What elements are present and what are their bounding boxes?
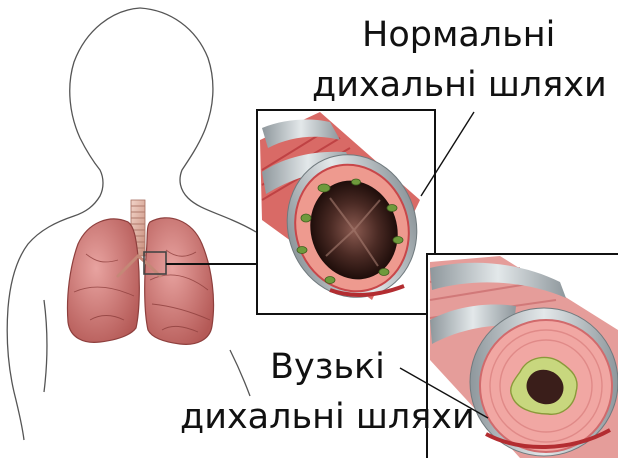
narrow-airway-label-line1: Вузькі: [270, 346, 385, 388]
lungs-icon: [67, 200, 213, 344]
normal-airway-label-line2: дихальні шляхи: [312, 64, 607, 106]
normal-airway-label-line1: Нормальні: [362, 14, 555, 56]
narrow-airway-label-line2: дихальні шляхи: [180, 396, 475, 438]
normal-airway-cross-section-icon: [257, 110, 435, 314]
